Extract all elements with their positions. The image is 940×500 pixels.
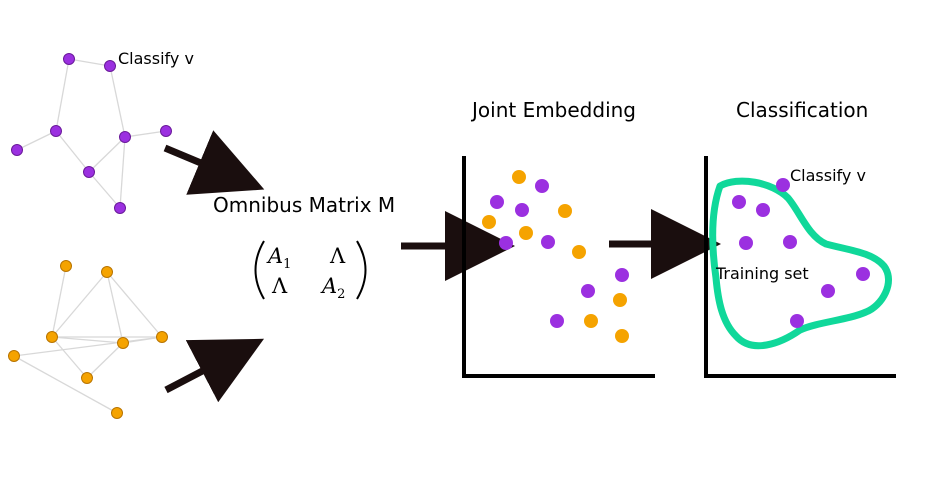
purple-graph-node: [119, 131, 131, 143]
training-region-outline: [709, 177, 892, 350]
classification-points: [732, 178, 870, 328]
purple-graph-node: [104, 60, 116, 72]
embedding-point-purple: [535, 179, 549, 193]
embedding-point-purple: [550, 314, 564, 328]
orange-graph-edge: [106, 271, 163, 338]
embedding-point-orange: [558, 204, 572, 218]
embedding-point-orange: [613, 293, 627, 307]
purple-graph-edge: [88, 136, 126, 173]
orange-graph-edge: [13, 336, 163, 357]
embedding-points: [482, 170, 629, 343]
orange-graph-edge: [106, 271, 124, 344]
matrix-a22: A2: [320, 274, 345, 302]
arrows: [163, 130, 721, 403]
embedding-point-purple: [490, 195, 504, 209]
matrix-left-paren: [254, 240, 265, 300]
orange-graph-node: [111, 407, 123, 419]
orange-graph-edge: [51, 336, 124, 344]
matrix-a21: Λ: [271, 274, 288, 298]
classification-point: [739, 236, 753, 250]
classification-title: Classification: [736, 98, 868, 122]
orange-graph-node: [81, 372, 93, 384]
purple-graph-edge: [55, 58, 70, 132]
orange-graph-node: [101, 266, 113, 278]
matrix-a12: Λ: [329, 244, 346, 268]
joint-embedding-title: Joint Embedding: [470, 98, 636, 122]
orange-graph-node: [117, 337, 129, 349]
embedding-point-orange: [572, 245, 586, 259]
embedding-point-purple: [515, 203, 529, 217]
embedding-point-orange: [512, 170, 526, 184]
purple-graph-node: [160, 125, 172, 137]
embedding-point-orange: [584, 314, 598, 328]
purple-graph-edge: [88, 171, 121, 209]
classification-point: [783, 235, 797, 249]
omnibus-title: Omnibus Matrix M: [213, 193, 395, 217]
matrix-right-paren: [356, 240, 367, 300]
orange-graph-node: [156, 331, 168, 343]
joint-embedding-axes: [462, 156, 655, 378]
matrix-a11: A1: [266, 244, 291, 272]
purple-graph-node: [83, 166, 95, 178]
purple-graph-node: [11, 144, 23, 156]
orange-graph-edge: [51, 271, 108, 338]
embedding-point-purple: [615, 268, 629, 282]
orange-graph-edge: [51, 336, 88, 379]
classification-point: [776, 178, 790, 192]
purple-graph-node: [50, 125, 62, 137]
purple-graph: [11, 53, 172, 214]
purple-graph-edge: [124, 130, 167, 138]
purple-graph-edge: [119, 136, 126, 209]
omnibus-matrix: A1 Λ Λ A2: [254, 240, 367, 302]
orange-graph-node: [8, 350, 20, 362]
classify-v-graph-label: Classify v: [118, 49, 194, 68]
purple-graph-edge: [68, 58, 111, 67]
orange-graph-edge: [86, 342, 124, 379]
embedding-point-purple: [541, 235, 555, 249]
classify-v-panel-label: Classify v: [790, 166, 866, 185]
orange-graph: [8, 260, 168, 419]
embedding-point-orange: [519, 226, 533, 240]
training-set-label: Training set: [715, 264, 809, 283]
orange-graph-node: [46, 331, 58, 343]
classification-axes: [704, 156, 896, 378]
purple-graph-node: [63, 53, 75, 65]
classification-point: [732, 195, 746, 209]
purple-graph-edge: [109, 65, 126, 138]
orange-graph-node: [60, 260, 72, 272]
classification-point: [756, 203, 770, 217]
classification-point: [790, 314, 804, 328]
classification-point: [856, 267, 870, 281]
arrow-orange-to-matrix: [164, 338, 265, 403]
orange-graph-edge: [51, 265, 67, 338]
embedding-point-orange: [482, 215, 496, 229]
embedding-point-purple: [581, 284, 595, 298]
embedding-point-orange: [615, 329, 629, 343]
classification-point: [821, 284, 835, 298]
orange-graph-edge: [13, 355, 118, 414]
purple-graph-edge: [16, 130, 57, 151]
purple-graph-edge: [55, 130, 90, 173]
embedding-point-purple: [499, 236, 513, 250]
arrow-purple-to-matrix: [163, 130, 265, 195]
purple-graph-node: [114, 202, 126, 214]
